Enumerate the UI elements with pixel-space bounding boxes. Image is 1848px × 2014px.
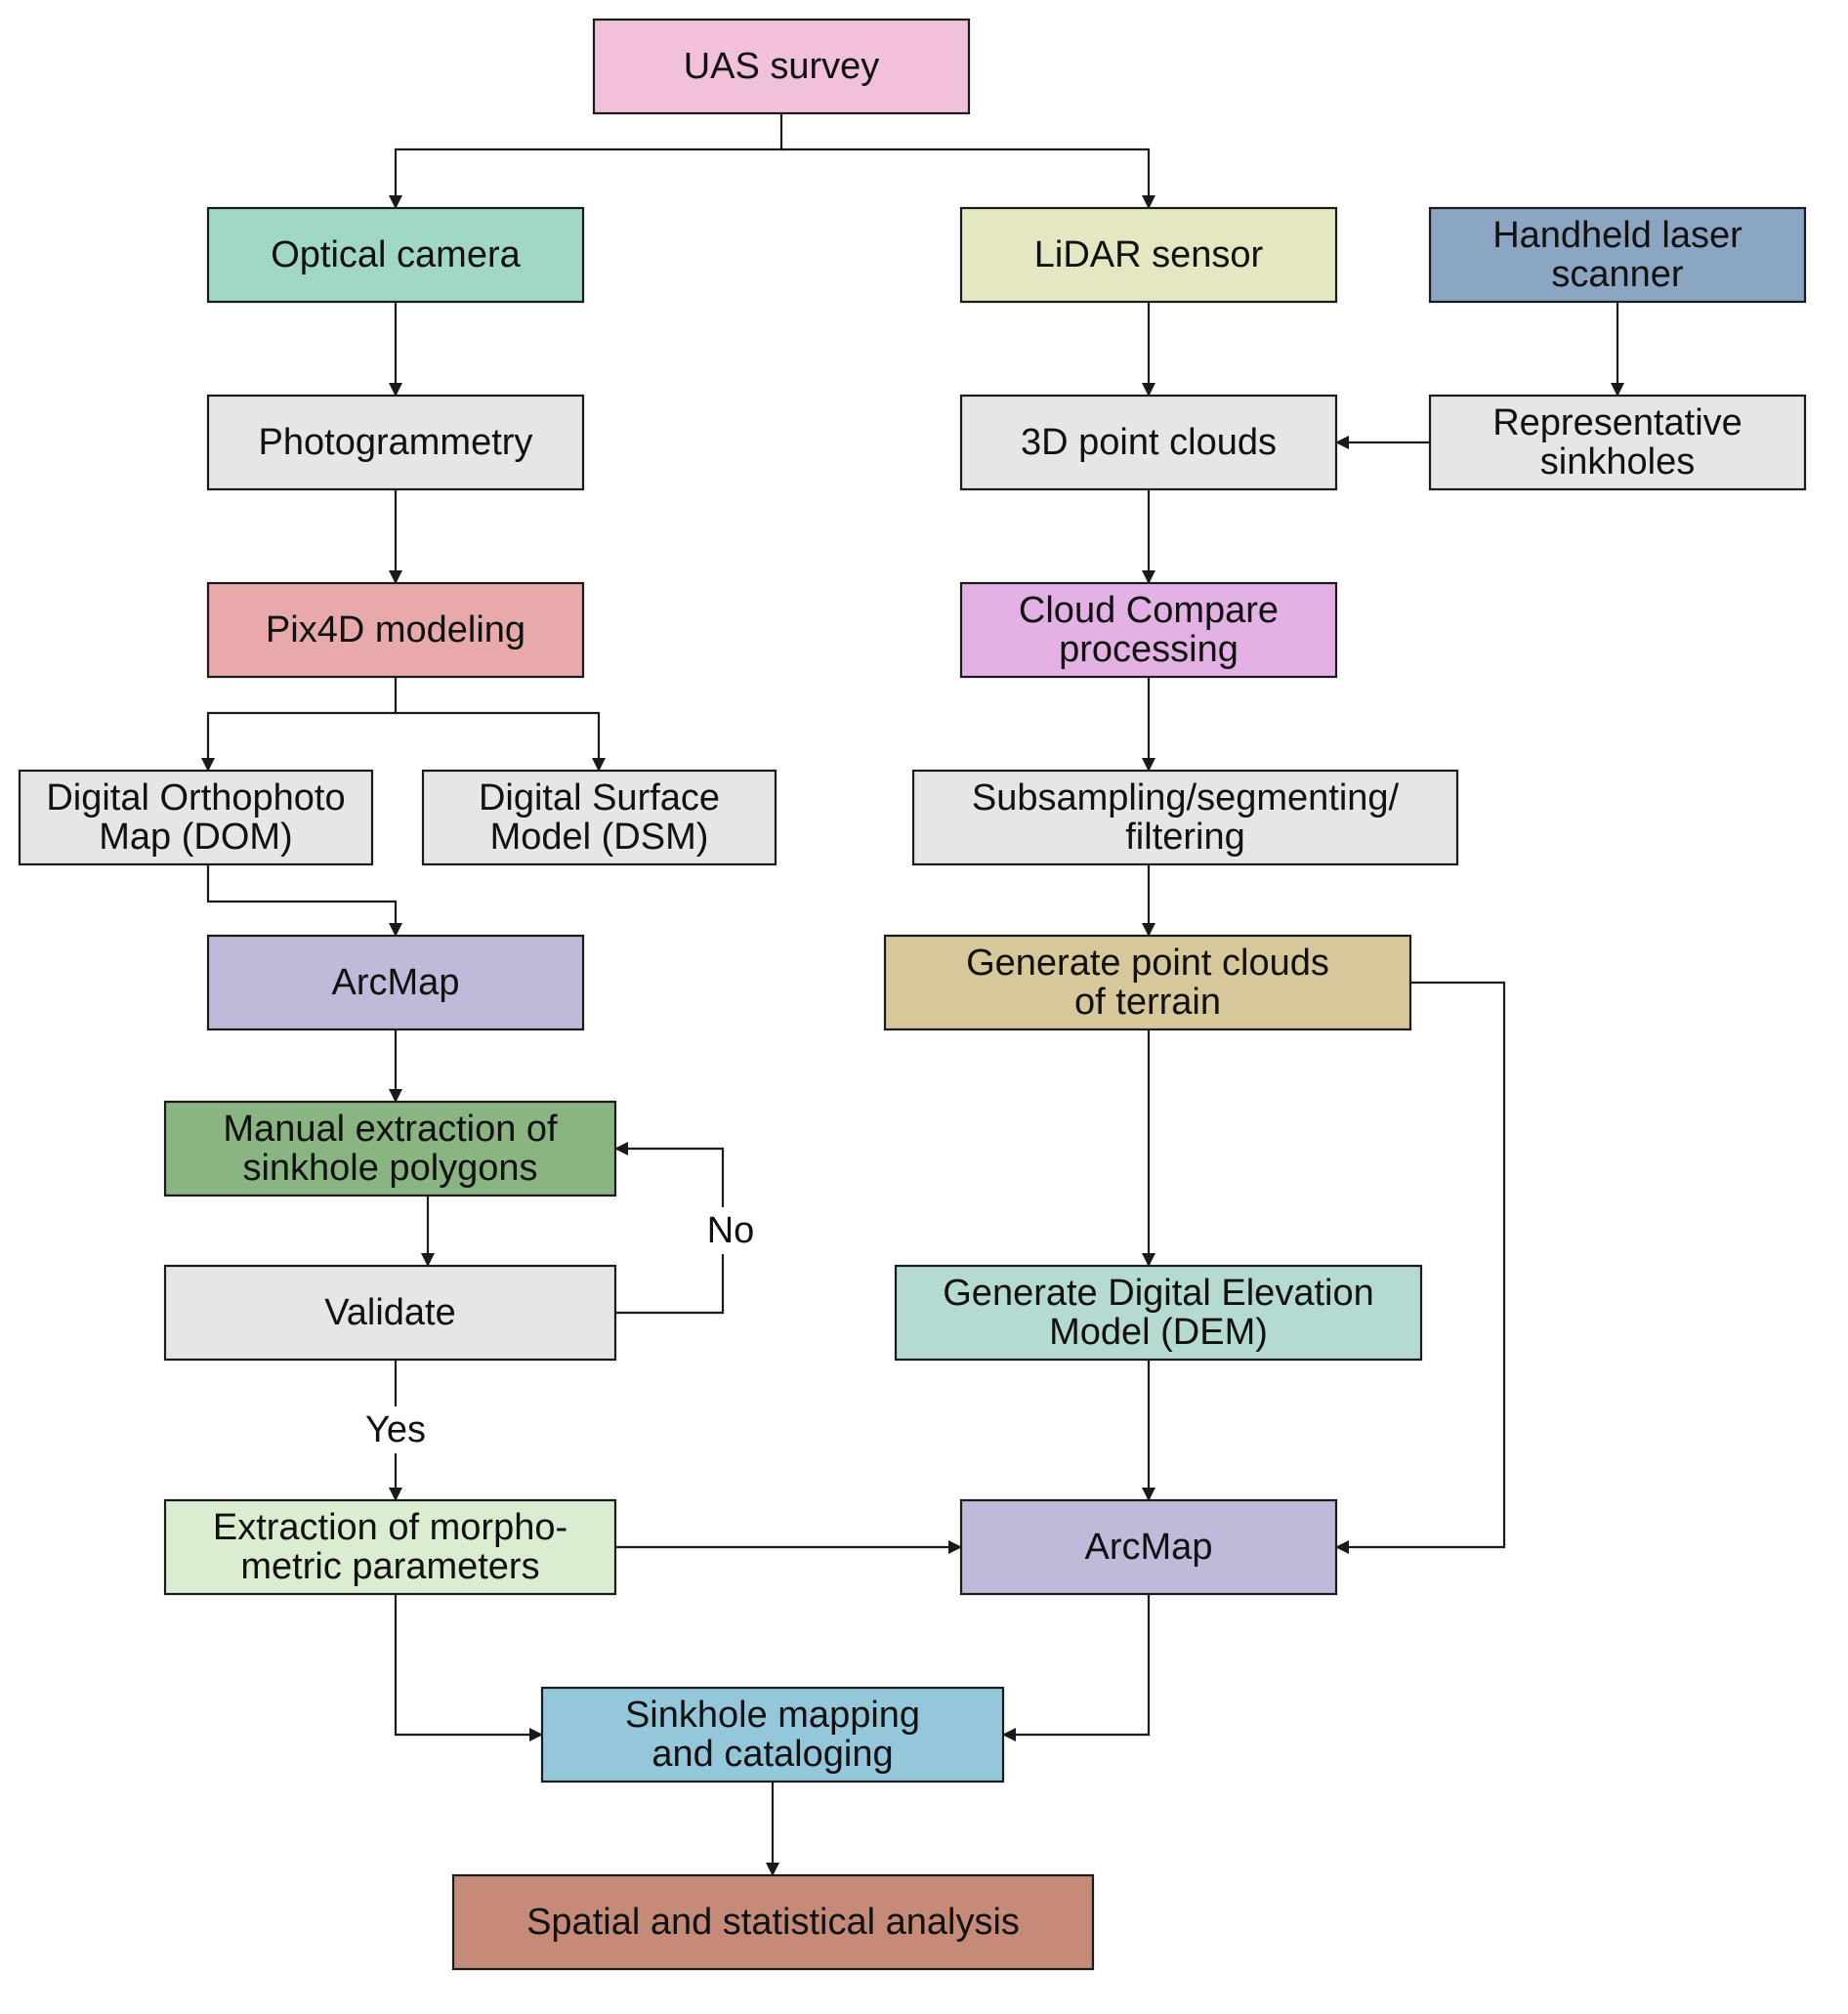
node-uas: UAS survey (592, 18, 971, 115)
node-arcmap-left: ArcMap (206, 934, 585, 1031)
node-box (163, 1498, 617, 1596)
node-label-line: Optical camera (271, 234, 521, 275)
node-box (206, 581, 585, 679)
node-box (163, 1100, 617, 1197)
node-analysis: Spatial and statistical analysis (451, 1873, 1095, 1971)
node-label-line: Model (DSM) (490, 817, 709, 858)
edge-morpho-to-mapping (394, 1594, 543, 1741)
node-box (540, 1686, 1005, 1783)
node-box (206, 394, 585, 491)
node-arcmap-right: ArcMap (959, 1498, 1338, 1596)
node-label-line: ArcMap (1085, 1527, 1213, 1568)
node-box (883, 934, 1412, 1031)
node-box (18, 769, 374, 866)
node-box (894, 1264, 1423, 1362)
node-box (592, 18, 971, 115)
node-box (1428, 206, 1807, 304)
node-label-line: sinkhole polygons (242, 1148, 537, 1189)
node-label-line: processing (1059, 629, 1239, 670)
node-label-line: UAS survey (684, 46, 880, 87)
node-label-line: Digital Orthophoto (46, 777, 345, 818)
node-label-line: Pix4D modeling (266, 609, 525, 650)
edge-label-background (699, 1207, 762, 1254)
node-label-line: Generate Digital Elevation (943, 1273, 1373, 1314)
edge-terrain-to-arcmap_right (1335, 981, 1506, 1554)
edge-label-background (364, 1406, 427, 1453)
node-box (206, 206, 585, 304)
node-validate: Validate (163, 1264, 617, 1362)
node-photogrammetry: Photogrammetry (206, 394, 585, 491)
node-pix4d: Pix4D modeling (206, 581, 585, 679)
node-label-line: Digital Surface (479, 777, 720, 818)
node-label-line: scanner (1551, 254, 1684, 295)
node-label-line: LiDAR sensor (1034, 234, 1264, 275)
node-optical: Optical camera (206, 206, 585, 304)
node-box (206, 934, 585, 1031)
node-box (959, 581, 1338, 679)
node-morpho: Extraction of morpho-metric parameters (163, 1498, 617, 1596)
node-box (421, 769, 777, 866)
node-box (1428, 394, 1807, 491)
node-subsampling: Subsampling/segmenting/filtering (911, 769, 1459, 866)
edge-pix4d-to-dom (201, 677, 398, 772)
node-label-line: Photogrammetry (259, 422, 533, 463)
node-label-line: Validate (324, 1292, 456, 1333)
node-label-line: filtering (1125, 817, 1245, 858)
edge-label-no: No (707, 1210, 755, 1251)
node-box (959, 1498, 1338, 1596)
node-label-line: 3D point clouds (1021, 422, 1277, 463)
edge-label-yes: Yes (365, 1409, 426, 1450)
node-box (911, 769, 1459, 866)
edge-dom-to-arcmap_left (206, 864, 402, 937)
edge-uas-to-optical (389, 113, 783, 209)
node-label-line: Extraction of morpho- (213, 1507, 567, 1548)
node-label-line: Generate point clouds (966, 943, 1329, 984)
node-label-line: metric parameters (240, 1546, 539, 1587)
edge-uas-to-lidar (781, 147, 1155, 209)
node-box (959, 394, 1338, 491)
node-label-line: Cloud Compare (1019, 590, 1279, 631)
node-label-line: sinkholes (1540, 441, 1695, 483)
node-box (451, 1873, 1095, 1971)
node-box (959, 206, 1338, 304)
edge-pix4d-to-dsm (396, 711, 606, 772)
node-label-line: ArcMap (332, 962, 460, 1003)
node-label-line: Manual extraction of (223, 1109, 558, 1150)
node-label-line: and cataloging (651, 1734, 893, 1775)
node-label-line: Sinkhole mapping (625, 1695, 920, 1736)
node-label-line: Map (DOM) (99, 817, 292, 858)
node-label-line: of terrain (1074, 982, 1221, 1023)
node-label-line: Spatial and statistical analysis (526, 1902, 1020, 1943)
edge-arcmap_right-to-mapping (1002, 1594, 1151, 1741)
node-pointclouds: 3D point clouds (959, 394, 1338, 491)
node-label-line: Handheld laser (1492, 215, 1743, 256)
node-lidar: LiDAR sensor (959, 206, 1338, 304)
node-label-line: Subsampling/segmenting/ (972, 777, 1400, 818)
node-label-line: Model (DEM) (1049, 1312, 1268, 1353)
node-box (163, 1264, 617, 1362)
node-label-line: Representative (1492, 402, 1743, 443)
